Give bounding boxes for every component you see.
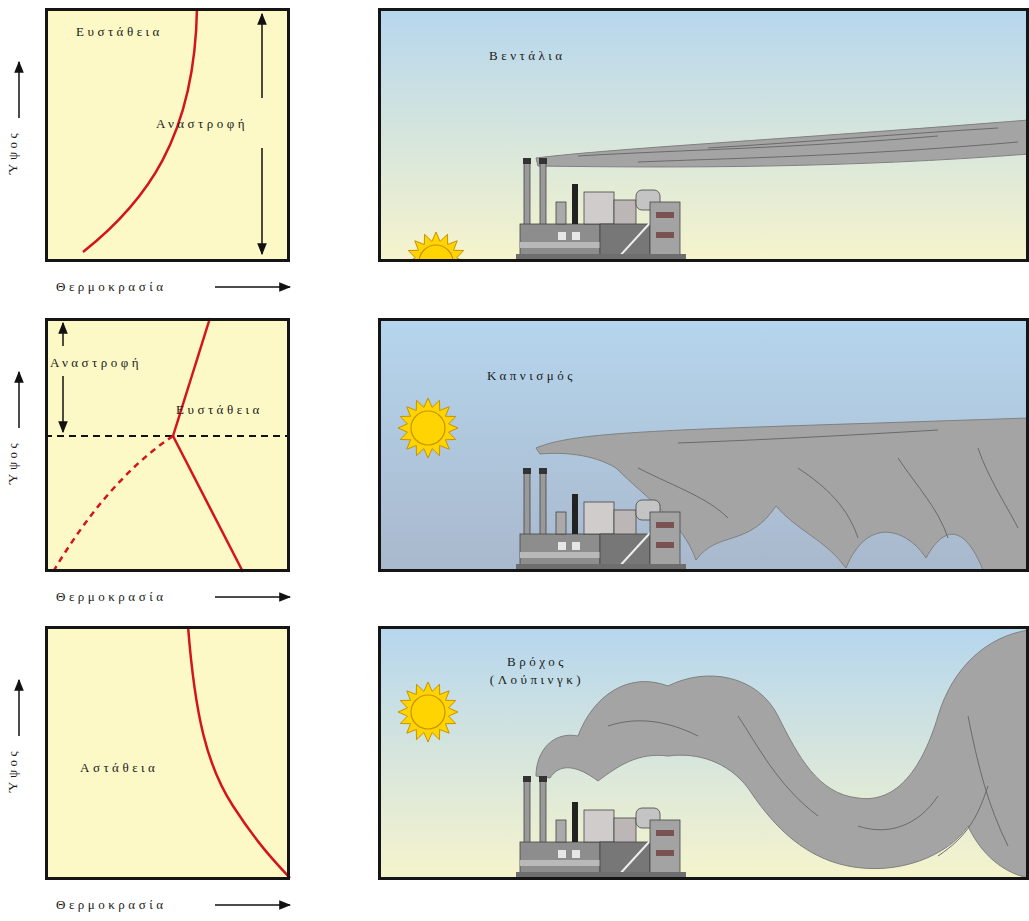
temperature-axis-label: Θερμοκρασία — [56, 278, 166, 296]
region-label: Αστάθεια — [80, 759, 158, 777]
text-slot: Αναστροφή — [50, 354, 142, 372]
plume-scene-panel: Βεντάλια — [378, 8, 1029, 262]
plume-name: Βεντάλια — [489, 47, 566, 65]
text-slot: Καπνισμός — [487, 367, 576, 385]
height-axis-label: Ύψος — [4, 748, 22, 792]
profile-chart-panel: ΕυστάθειαΑναστροφή — [45, 8, 290, 262]
plume-scene-panel: Καπνισμός — [378, 318, 1029, 572]
region-label: Αναστροφή — [50, 354, 142, 372]
profile-chart-panel: Αστάθεια — [45, 626, 290, 880]
plume-scene-panel: Βρόχος (Λούπινγκ) — [378, 626, 1029, 880]
profile-chart-panel: ΑναστροφήΕυστάθεια — [45, 318, 290, 572]
label-slot: Θερμοκρασία — [56, 588, 166, 606]
region-label: Ευστάθεια — [176, 401, 263, 419]
text-slot: Βρόχος (Λούπινγκ) — [467, 653, 607, 688]
label-slot: Θερμοκρασία — [56, 278, 166, 296]
height-axis-label: Ύψος — [4, 440, 22, 484]
label-slot: Θερμοκρασία — [56, 896, 166, 914]
temperature-axis-label: Θερμοκρασία — [56, 896, 166, 914]
label-slot: Ύψος — [4, 748, 22, 792]
temperature-axis-label: Θερμοκρασία — [56, 588, 166, 606]
text-slot: Βεντάλια — [489, 47, 566, 65]
region-label: Ευστάθεια — [76, 23, 163, 41]
region-label: Αναστροφή — [156, 115, 248, 133]
height-axis-label: Ύψος — [4, 130, 22, 174]
label-slot: Ύψος — [4, 130, 22, 174]
plume-name: Καπνισμός — [487, 367, 576, 385]
text-slot: Ευστάθεια — [76, 23, 163, 41]
text-slot: Αστάθεια — [80, 759, 158, 777]
label-slot: Ύψος — [4, 440, 22, 484]
plume-name: Βρόχος (Λούπινγκ) — [467, 653, 607, 688]
text-slot: Αναστροφή — [156, 115, 248, 133]
text-slot: Ευστάθεια — [176, 401, 263, 419]
